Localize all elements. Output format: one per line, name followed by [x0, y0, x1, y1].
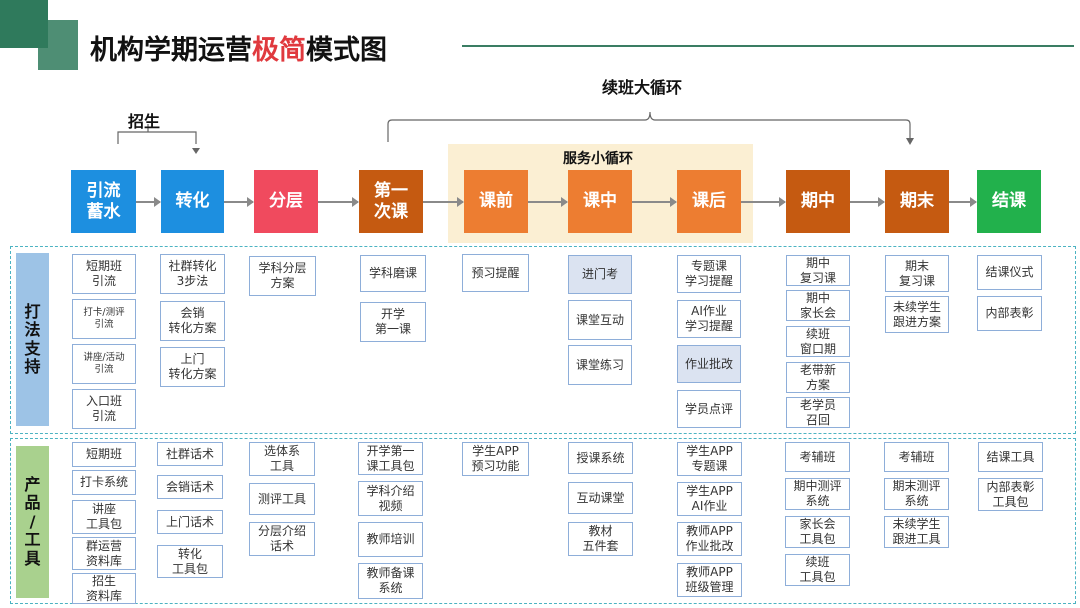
support-cell: 会销 转化方案 — [160, 301, 225, 341]
support-cell: 期中 家长会 — [786, 290, 850, 321]
support-cell: 讲座/活动 引流 — [72, 344, 136, 384]
tool-cell: 选体系 工具 — [249, 442, 315, 476]
support-cell: 预习提醒 — [462, 254, 529, 292]
support-cell: 课堂练习 — [568, 345, 632, 385]
stage-yinliu: 引流 蓄水 — [71, 170, 136, 233]
label-small-loop: 服务小循环 — [563, 151, 633, 167]
title-underline — [462, 45, 1074, 47]
arrow-1 — [136, 197, 161, 207]
support-cell: 短期班 引流 — [72, 254, 136, 294]
tool-cell: 教师备课 系统 — [358, 563, 423, 599]
support-cell: 上门 转化方案 — [160, 347, 225, 387]
tool-cell: 教师APP 作业批改 — [677, 522, 742, 556]
support-cell: 续班 窗口期 — [786, 326, 850, 357]
support-cell: 学科分层 方案 — [249, 256, 316, 296]
tool-cell: 互动课堂 — [568, 482, 633, 514]
tool-cell: 教师培训 — [358, 522, 423, 557]
tool-cell: 期末测评 系统 — [884, 478, 949, 510]
tool-cell: 学生APP 专题课 — [677, 442, 742, 476]
support-cell: 作业批改 — [677, 345, 741, 383]
tool-cell: 上门话术 — [157, 510, 223, 534]
support-cell: 内部表彰 — [977, 296, 1042, 331]
tool-cell: 学生APP 预习功能 — [462, 442, 529, 476]
arrow-8 — [850, 197, 885, 207]
arrow-3 — [318, 197, 359, 207]
label-enroll: 招生 — [128, 112, 161, 131]
tool-cell: 学生APP AI作业 — [677, 482, 742, 516]
tool-cell: 群运营 资料库 — [72, 537, 136, 570]
tool-cell: 打卡系统 — [72, 470, 136, 495]
support-cell: 打卡/测评 引流 — [72, 299, 136, 339]
tool-cell: 社群话术 — [157, 442, 223, 466]
tool-cell: 考辅班 — [884, 442, 949, 472]
row-label-support: 打 法 支 持 — [16, 253, 49, 426]
support-cell: 专题课 学习提醒 — [677, 255, 741, 293]
tool-cell: 未续学生 跟进工具 — [884, 516, 949, 548]
stage-kehou: 课后 — [677, 170, 741, 233]
stage-fenceng: 分层 — [254, 170, 318, 233]
tool-cell: 续班 工具包 — [785, 554, 850, 586]
arrow-9 — [949, 197, 977, 207]
tool-cell: 家长会 工具包 — [785, 516, 850, 548]
stage-jieke: 结课 — [977, 170, 1041, 233]
support-cell: 社群转化 3步法 — [160, 254, 225, 294]
arrow-7 — [741, 197, 786, 207]
stage-keqian: 课前 — [464, 170, 528, 233]
support-cell: AI作业 学习提醒 — [677, 300, 741, 338]
support-cell: 期末 复习课 — [885, 255, 949, 292]
support-cell: 学科磨课 — [360, 255, 426, 292]
tool-cell: 测评工具 — [249, 483, 315, 515]
arrow-4 — [423, 197, 464, 207]
support-region — [10, 246, 1076, 434]
stage-diyi: 第一 次课 — [359, 170, 423, 233]
stage-qizhong: 期中 — [786, 170, 850, 233]
support-cell: 未续学生 跟进方案 — [885, 296, 949, 333]
tool-cell: 期中测评 系统 — [785, 478, 850, 510]
support-cell: 结课仪式 — [977, 255, 1042, 290]
tool-cell: 教材 五件套 — [568, 522, 633, 556]
row-label-product: 产 品 / 工 具 — [16, 446, 49, 598]
tool-cell: 短期班 — [72, 442, 136, 467]
support-cell: 期中 复习课 — [786, 255, 850, 286]
tool-cell: 内部表彰 工具包 — [978, 478, 1043, 511]
tool-cell: 开学第一 课工具包 — [358, 442, 423, 475]
support-cell: 老学员 召回 — [786, 397, 850, 428]
stage-zhuanhua: 转化 — [161, 170, 224, 233]
page-title: 机构学期运营极简模式图 — [90, 35, 387, 66]
tools-region — [10, 438, 1076, 604]
arrow-6 — [632, 197, 677, 207]
corner-block-light — [38, 20, 78, 70]
support-cell: 课堂互动 — [568, 300, 632, 340]
label-big-loop: 续班大循环 — [602, 78, 683, 97]
support-cell: 开学 第一课 — [360, 302, 426, 342]
brace-lines — [117, 111, 914, 154]
tool-cell: 会销话术 — [157, 475, 223, 499]
tool-cell: 招生 资料库 — [72, 573, 136, 604]
tool-cell: 考辅班 — [785, 442, 850, 472]
arrow-5 — [528, 197, 568, 207]
support-cell: 学员点评 — [677, 390, 741, 428]
arrow-2 — [224, 197, 254, 207]
support-cell: 进门考 — [568, 255, 632, 294]
support-cell: 老带新 方案 — [786, 362, 850, 393]
tool-cell: 结课工具 — [978, 442, 1043, 472]
tool-cell: 讲座 工具包 — [72, 500, 136, 534]
tool-cell: 教师APP 班级管理 — [677, 563, 742, 597]
stage-kezhong: 课中 — [568, 170, 632, 233]
tool-cell: 分层介绍 话术 — [249, 522, 315, 556]
tool-cell: 授课系统 — [568, 442, 633, 474]
support-cell: 入口班 引流 — [72, 389, 136, 429]
stage-qimo: 期末 — [885, 170, 949, 233]
tool-cell: 学科介绍 视频 — [358, 481, 423, 516]
tool-cell: 转化 工具包 — [157, 545, 223, 578]
